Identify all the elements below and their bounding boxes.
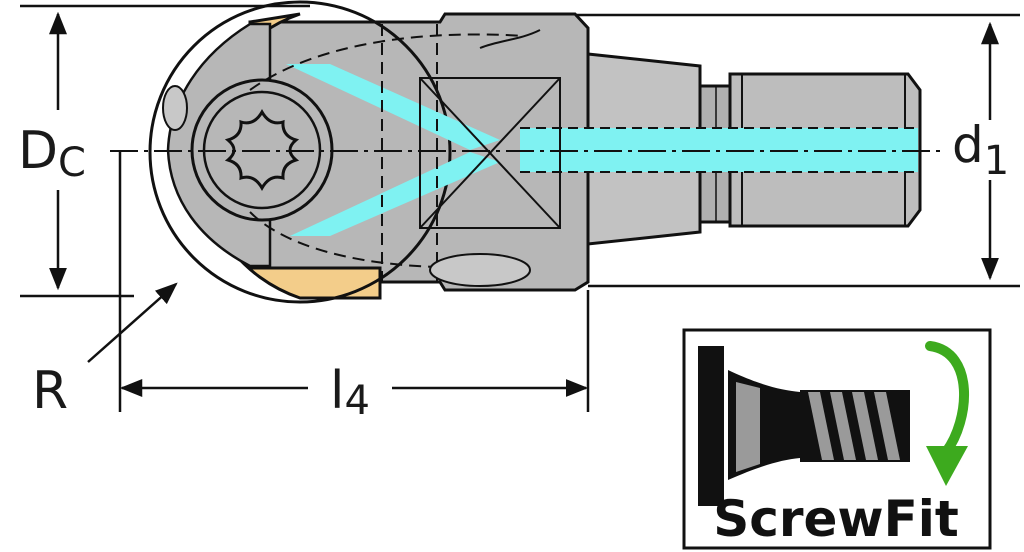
- hidden-lines: [249, 24, 526, 284]
- l4-label: l4: [330, 361, 370, 424]
- logo-text: ScrewFit: [713, 490, 959, 548]
- dimension-l4: l4: [119, 361, 589, 424]
- dimension-d1: d1: [952, 21, 1009, 281]
- chip-groove-lower: [429, 253, 531, 287]
- dimension-dc: DC: [18, 11, 86, 291]
- chip-groove-upper: [479, 29, 541, 49]
- drive-pocket: [419, 77, 561, 229]
- dc-label: DC: [18, 121, 86, 186]
- d1-label: d1: [952, 116, 1009, 184]
- coolant-upper: [286, 64, 500, 150]
- pocket-outline: [419, 77, 561, 229]
- pocket-diagonal: [419, 77, 561, 229]
- screwfit-logo: ScrewFit: [682, 328, 992, 550]
- coolant-lower: [290, 152, 500, 236]
- insert-circle: [148, 0, 452, 304]
- screw-rotation-icon: [698, 341, 970, 506]
- chip-groove: [162, 85, 188, 131]
- r-label: R: [32, 361, 68, 421]
- dimension-r: R: [32, 282, 178, 421]
